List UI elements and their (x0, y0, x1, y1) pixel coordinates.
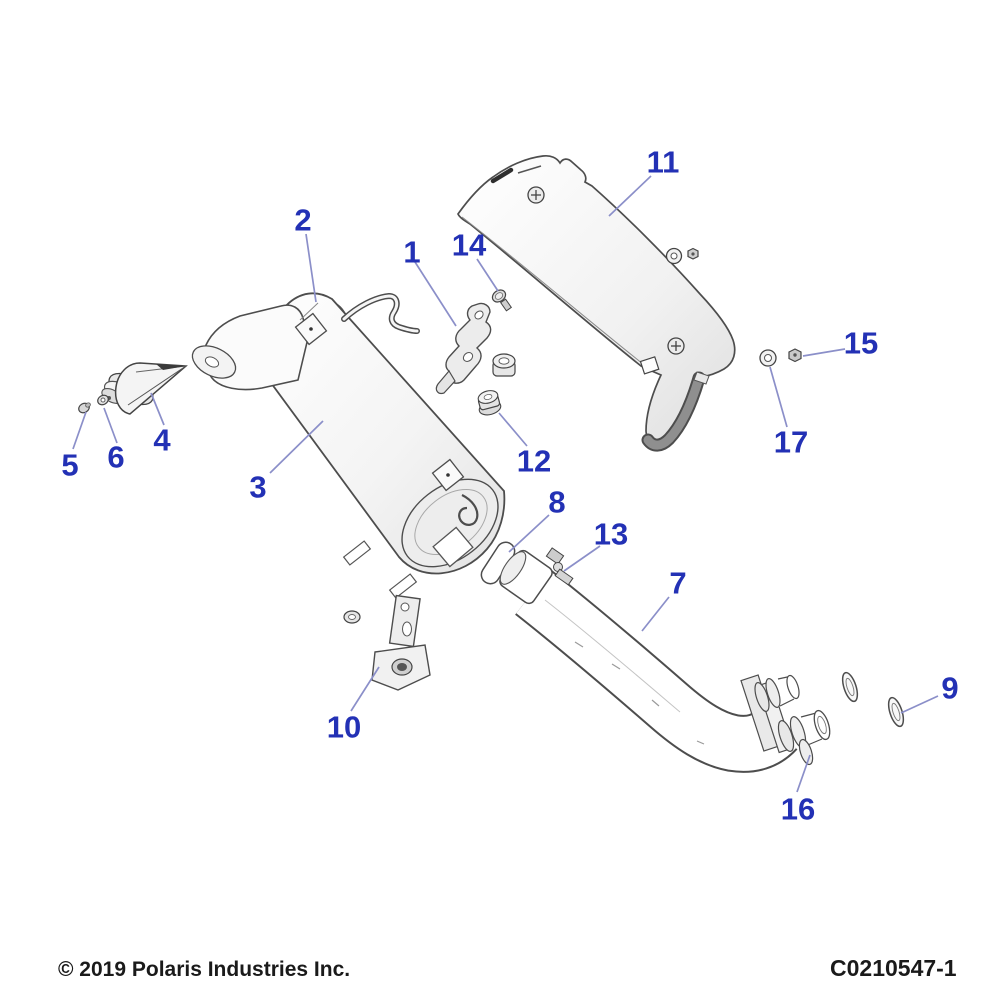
nut-12 (477, 390, 502, 416)
leader-line-8 (508, 514, 550, 553)
callout-15: 15 (843, 325, 879, 361)
bushing-spacer (492, 353, 516, 377)
leader-line-16 (796, 754, 811, 793)
callout-4: 4 (153, 422, 171, 458)
heat-shield (457, 154, 736, 452)
leader-lines (72, 175, 939, 793)
leader-line-6 (103, 407, 118, 444)
callout-10: 10 (326, 709, 362, 745)
muffler-strap (341, 292, 420, 334)
shield-right-tab (693, 371, 710, 385)
muffler-outlet-stub (432, 526, 474, 568)
leader-line-14 (476, 258, 499, 292)
nut-15 (788, 348, 802, 363)
muffler-tab-1 (342, 540, 372, 566)
callout-7: 7 (669, 565, 687, 601)
washer-17 (759, 349, 777, 367)
leader-line-17 (769, 366, 788, 428)
leader-line-10 (350, 666, 380, 712)
muffler-pad-top (294, 312, 328, 346)
leader-line-9 (900, 695, 939, 714)
shield-washer-nut (665, 247, 699, 265)
leader-line-13 (563, 545, 601, 572)
bolt-5 (78, 402, 91, 414)
nut-6 (97, 394, 109, 406)
mount-bracket-1 (435, 302, 492, 395)
muffler (191, 292, 506, 599)
callout-6: 6 (107, 439, 125, 475)
leader-line-7 (641, 596, 670, 632)
callout-17: 17 (773, 424, 809, 460)
leader-line-1 (414, 261, 457, 327)
muffler-spring-hook (458, 494, 479, 526)
callout-14: 14 (451, 227, 487, 263)
callout-8: 8 (548, 484, 566, 520)
shield-screw-bottom (667, 337, 685, 355)
copyright-text: © 2019 Polaris Industries Inc. (58, 958, 351, 981)
muffler-pad-bottom (431, 458, 465, 492)
part-code: C0210547-1 (830, 955, 957, 981)
gasket-rings (841, 671, 905, 728)
leader-line-5 (72, 411, 87, 450)
leader-line-15 (802, 348, 846, 357)
leader-line-2 (305, 233, 317, 303)
muffler-tab-2 (388, 573, 418, 599)
mount-bracket-10 (343, 594, 431, 691)
callout-9: 9 (941, 670, 959, 706)
leader-line-11 (608, 175, 652, 217)
leader-line-12 (498, 412, 528, 447)
flange-16 (798, 738, 814, 766)
shield-slot (490, 167, 514, 184)
screw-14 (491, 289, 513, 312)
callout-16: 16 (780, 791, 816, 827)
callout-12: 12 (516, 443, 552, 479)
callout-2: 2 (294, 202, 312, 238)
head-pipe (499, 547, 905, 773)
callout-5: 5 (61, 447, 79, 483)
shield-screw-top (527, 186, 545, 204)
leader-line-4 (150, 392, 165, 426)
callout-3: 3 (249, 469, 267, 505)
shield-square-hole (639, 356, 660, 375)
exhaust-tip-cone (101, 362, 188, 415)
callout-1: 1 (403, 234, 421, 270)
shield-seam (517, 165, 542, 174)
callout-13: 13 (593, 516, 629, 552)
callout-11: 11 (646, 144, 680, 180)
clamp-13 (545, 547, 574, 586)
leader-line-3 (269, 420, 324, 474)
